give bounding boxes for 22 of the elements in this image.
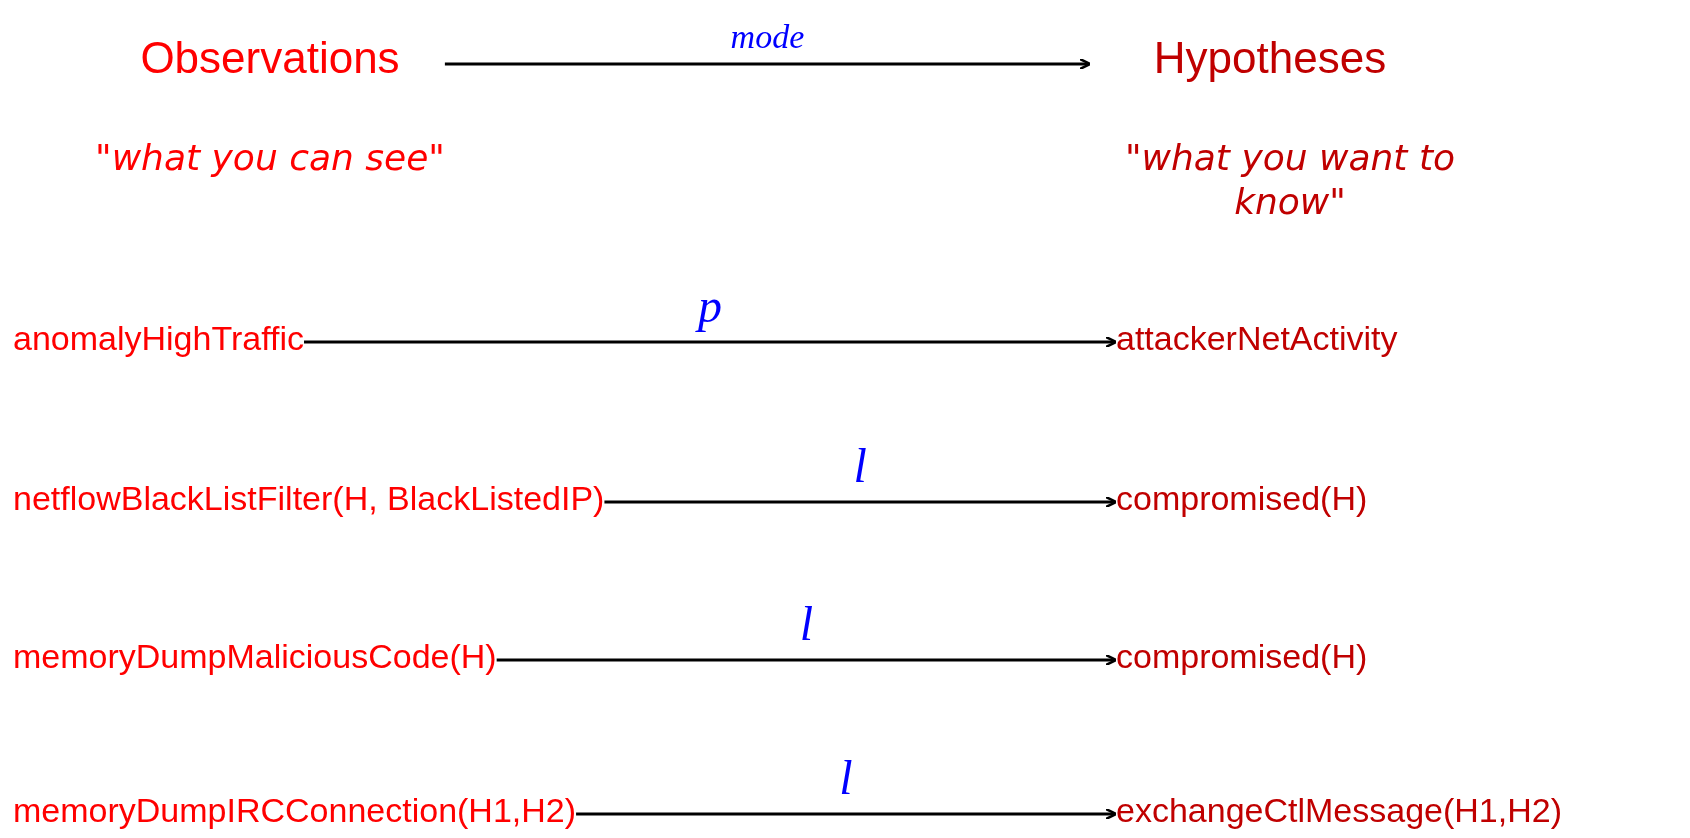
arrow bbox=[604, 495, 1118, 509]
arrow bbox=[444, 57, 1092, 71]
edge-label: l bbox=[798, 598, 814, 650]
observation-text: memoryDumpIRCConnection(H1,H2) bbox=[13, 790, 577, 830]
edge-label: mode bbox=[729, 18, 806, 56]
column-heading: Hypotheses bbox=[1153, 32, 1387, 84]
arrow bbox=[304, 335, 1118, 349]
arrow bbox=[496, 653, 1118, 667]
hypothesis-text: attackerNetActivity bbox=[1116, 318, 1398, 358]
hypothesis-text: compromised(H) bbox=[1116, 478, 1368, 518]
observation-text: netflowBlackListFilter(H, BlackListedIP) bbox=[13, 478, 605, 518]
edge-label: p bbox=[650, 280, 770, 332]
hypothesis-text: compromised(H) bbox=[1116, 636, 1368, 676]
observation-text: anomalyHighTraffic bbox=[13, 318, 304, 358]
hypothesis-text: exchangeCtlMessage(H1,H2) bbox=[1116, 790, 1562, 830]
edge-label: l bbox=[838, 752, 854, 804]
column-subtitle: "what you can see" bbox=[95, 136, 445, 180]
column-subtitle: "what you want to know" bbox=[1123, 136, 1456, 224]
observation-text: memoryDumpMaliciousCode(H) bbox=[13, 636, 497, 676]
arrow bbox=[576, 807, 1118, 821]
edge-label: l bbox=[852, 440, 868, 492]
column-heading: Observations bbox=[140, 32, 400, 84]
